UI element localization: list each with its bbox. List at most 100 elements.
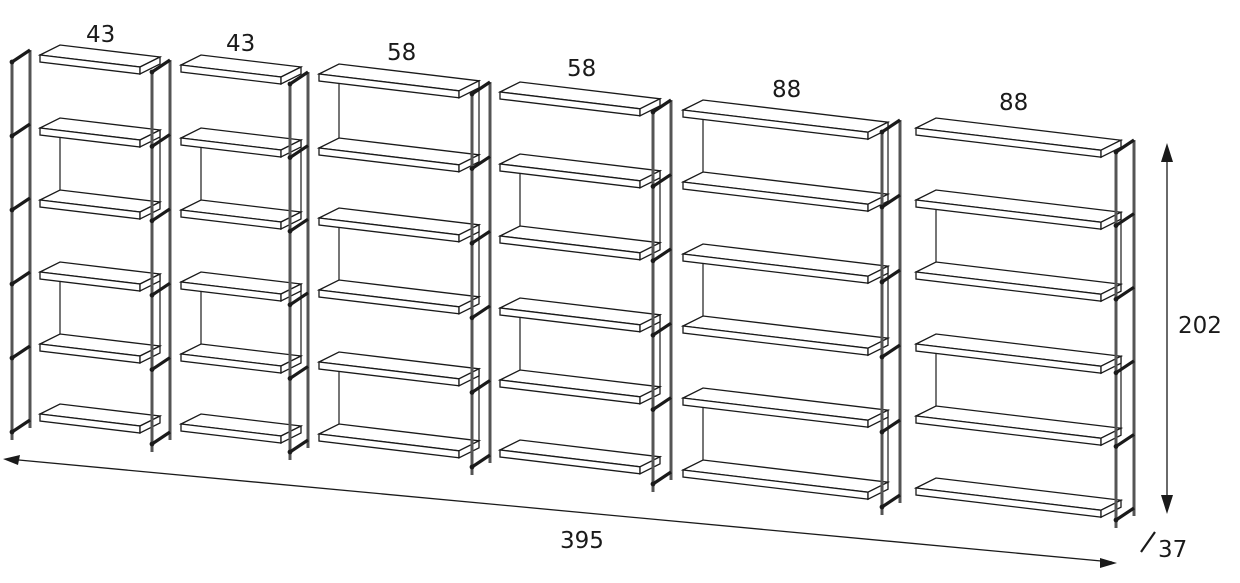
upright-joint [9, 207, 15, 213]
upright-joint [469, 166, 475, 172]
upright-joint [149, 367, 155, 372]
upright-joint [650, 184, 656, 189]
upright-joint [287, 228, 293, 234]
upright-joint [149, 69, 155, 75]
upright-joint [469, 240, 475, 246]
upright-crossbar [11, 344, 31, 360]
upright-joint [149, 441, 155, 447]
module-6-width-label: 88 [999, 90, 1029, 116]
upright-joint [650, 332, 656, 338]
upright-joint [650, 109, 656, 115]
depth-dimension-mark [1140, 531, 1156, 553]
height-dimension-label: 202 [1178, 313, 1222, 339]
upright-crossbar [881, 118, 901, 134]
upright-crossbar [151, 133, 171, 148]
module-5-width-label: 88 [772, 77, 802, 103]
upright-joint [469, 315, 475, 321]
upright-joint [9, 59, 15, 65]
upright-crossbar [652, 396, 672, 411]
upright-crossbar [289, 438, 309, 454]
shelf-side [280, 65, 302, 86]
upright-crossbar [289, 217, 309, 233]
upright-joint [1113, 517, 1119, 523]
upright-crossbar [881, 418, 901, 434]
upright-joint [9, 429, 15, 435]
upright-crossbar [1115, 285, 1135, 301]
upright-joint [1113, 370, 1119, 376]
upright-crossbar [289, 144, 309, 159]
upright-crossbar [151, 58, 171, 74]
upright-crossbar [289, 291, 309, 307]
upright-joint [287, 81, 293, 87]
upright-joint [1113, 223, 1119, 229]
upright-joint [879, 429, 885, 435]
upright-crossbar [151, 430, 171, 446]
upright-joint [287, 449, 293, 455]
upright-joint [879, 354, 885, 360]
upright-joint [287, 155, 293, 161]
dimension-arrow-up-icon [1161, 143, 1173, 162]
upright-crossbar [652, 173, 672, 188]
upright-crossbar [471, 304, 491, 320]
upright-joint [149, 292, 155, 298]
dimension-arrow-right-icon [1100, 558, 1117, 568]
upright-crossbar [1115, 433, 1135, 448]
total-width-dimension-label: 395 [560, 528, 604, 554]
upright-crossbar [471, 453, 491, 469]
upright-crossbar [1115, 212, 1135, 227]
upright-crossbar [11, 270, 31, 286]
total-width-dimension-line [7, 458, 1113, 563]
upright-crossbar [471, 155, 491, 170]
upright-crossbar [11, 122, 31, 138]
upright-joint [287, 376, 293, 381]
upright-joint [650, 407, 656, 412]
upright-crossbar [881, 268, 901, 284]
upright-crossbar [11, 196, 31, 212]
upright-crossbar [471, 80, 491, 96]
upright-joint [9, 355, 15, 361]
upright-crossbar [1115, 138, 1135, 154]
upright-crossbar [151, 207, 171, 223]
upright-crossbar [471, 229, 491, 245]
upright-joint [9, 133, 15, 139]
module-4-width-label: 58 [567, 56, 597, 82]
upright-crossbar [652, 470, 672, 486]
module-1-width-label: 43 [86, 22, 116, 48]
upright-crossbar [1115, 359, 1135, 375]
module-2-width-label: 43 [226, 31, 256, 57]
upright-crossbar [881, 343, 901, 359]
upright-joint [469, 91, 475, 97]
upright-joint [879, 504, 885, 510]
upright-crossbar [151, 281, 171, 297]
upright-crossbar [1115, 506, 1135, 522]
shelf-side [139, 55, 161, 76]
upright-joint [1113, 444, 1119, 449]
upright-joint [879, 279, 885, 285]
upright-joint [469, 390, 475, 395]
upright-crossbar [881, 493, 901, 509]
upright-joint [149, 218, 155, 224]
upright-joint [879, 204, 885, 210]
depth-dimension-label: 37 [1158, 537, 1188, 563]
upright-joint [650, 258, 656, 264]
upright-joint [287, 302, 293, 308]
module-3-width-label: 58 [387, 40, 417, 66]
upright-joint [9, 281, 15, 287]
upright-crossbar [11, 418, 31, 434]
upright-crossbar [652, 321, 672, 337]
upright-crossbar [471, 379, 491, 394]
upright-crossbar [881, 193, 901, 209]
upright-joint [879, 129, 885, 135]
upright-crossbar [11, 48, 31, 64]
upright-joint [149, 144, 155, 149]
upright-joint [469, 464, 475, 470]
dimension-arrow-down-icon [1161, 495, 1173, 514]
upright-crossbar [151, 356, 171, 371]
upright-crossbar [652, 247, 672, 263]
upright-joint [1113, 149, 1119, 155]
upright-joint [1113, 296, 1119, 302]
dimension-arrow-left-icon [3, 455, 20, 465]
upright-joint [650, 481, 656, 487]
